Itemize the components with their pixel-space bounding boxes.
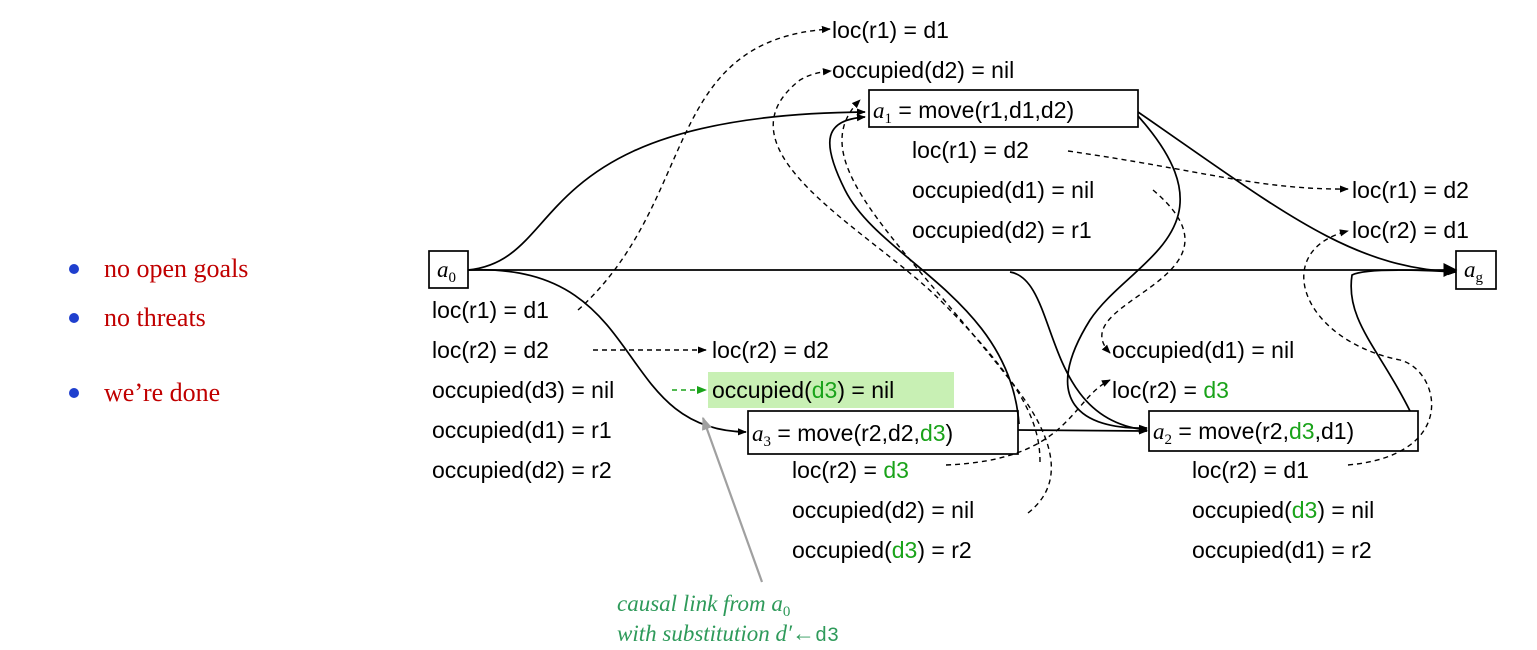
causal-link-note: causal link from a0 with substitution d′… <box>617 591 839 648</box>
note-line-2: with substitution d′←d3 <box>617 621 839 648</box>
effect-label: loc(r1) = d1 <box>432 297 549 323</box>
bullet-item: no open goals <box>104 254 248 283</box>
bullet-list: no open goals no threats we’re done <box>69 254 248 407</box>
effect-label: loc(r1) = d2 <box>912 137 1029 163</box>
ordering-arrow <box>1009 271 1148 433</box>
causal-link <box>841 99 1052 514</box>
ordering-arrow <box>1017 427 1148 435</box>
precondition-label-highlighted: occupied(d3) = nil <box>712 377 894 403</box>
bullet-dot <box>69 388 79 398</box>
causal-link <box>1303 229 1433 466</box>
ag-preconditions: loc(r1) = d2 loc(r2) = d1 <box>1352 177 1469 243</box>
effect-label: loc(r2) = d1 <box>1192 457 1309 483</box>
ordering-arrow <box>1350 267 1457 412</box>
bullet-dot <box>69 313 79 323</box>
effect-label: occupied(d3) = nil <box>432 377 614 403</box>
note-line-1: causal link from a0 <box>617 591 790 620</box>
ordering-arrow <box>1066 115 1181 432</box>
action-box-a3 <box>747 410 1019 455</box>
action-box-a1 <box>868 89 1139 128</box>
effect-label: occupied(d1) = r1 <box>432 417 612 443</box>
a2-effects: loc(r2) = d1 occupied(d3) = nil occupied… <box>1192 457 1374 563</box>
a1-preconditions: loc(r1) = d1 occupied(d2) = nil <box>832 17 1014 83</box>
ordering-arrow <box>1137 111 1457 276</box>
ordering-arrow <box>467 269 747 436</box>
effect-label: occupied(d3) = nil <box>1192 497 1374 523</box>
action-label-a0: a0 <box>437 257 456 286</box>
ordering-arrow <box>467 108 866 271</box>
bullet-item: we’re done <box>104 378 220 407</box>
effect-label: occupied(d2) = r2 <box>432 457 612 483</box>
precondition-label: loc(r2) = d1 <box>1352 217 1469 243</box>
causal-link <box>772 68 1041 463</box>
causal-link <box>1101 189 1186 354</box>
causal-links <box>577 25 1433 514</box>
a3-effects: loc(r2) = d3 occupied(d2) = nil occupied… <box>792 457 974 563</box>
a2-preconditions: occupied(d1) = nil loc(r2) = d3 <box>1112 337 1294 403</box>
precondition-label: loc(r1) = d2 <box>1352 177 1469 203</box>
causal-link <box>577 25 831 311</box>
action-label-a2: a2 = move(r2,d3,d1) <box>1153 418 1354 448</box>
bullet-dot <box>69 264 79 274</box>
precondition-label: occupied(d1) = nil <box>1112 337 1294 363</box>
ordering-arrows <box>467 108 1458 436</box>
action-label-a3: a3 = move(r2,d2,d3) <box>752 420 953 450</box>
effect-label: occupied(d2) = r1 <box>912 217 1092 243</box>
a3-preconditions: loc(r2) = d2 occupied(d3) = nil <box>712 337 894 403</box>
precondition-label: occupied(d2) = nil <box>832 57 1014 83</box>
precondition-label: loc(r2) = d2 <box>712 337 829 363</box>
effect-label: occupied(d3) = r2 <box>792 537 972 563</box>
a0-effects: loc(r1) = d1 loc(r2) = d2 occupied(d3) =… <box>432 297 614 483</box>
highlighted-precondition-bg <box>708 372 954 408</box>
action-label-a1: a1 = move(r1,d1,d2) <box>873 97 1074 127</box>
effect-label: occupied(d1) = nil <box>912 177 1094 203</box>
effect-label: loc(r2) = d2 <box>432 337 549 363</box>
causal-link <box>1067 150 1349 193</box>
action-box-a2 <box>1148 410 1419 452</box>
effect-label: loc(r2) = d3 <box>792 457 909 483</box>
action-label-ag: ag <box>1464 257 1484 286</box>
a1-effects: loc(r1) = d2 occupied(d1) = nil occupied… <box>912 137 1094 243</box>
effect-label: occupied(d1) = r2 <box>1192 537 1372 563</box>
effect-label: occupied(d2) = nil <box>792 497 974 523</box>
annotation-pointer <box>701 416 764 583</box>
ordering-arrow <box>829 114 1020 425</box>
precondition-label: loc(r1) = d1 <box>832 17 949 43</box>
causal-link <box>945 379 1111 466</box>
bullet-item: no threats <box>104 303 206 332</box>
precondition-label: loc(r2) = d3 <box>1112 377 1229 403</box>
